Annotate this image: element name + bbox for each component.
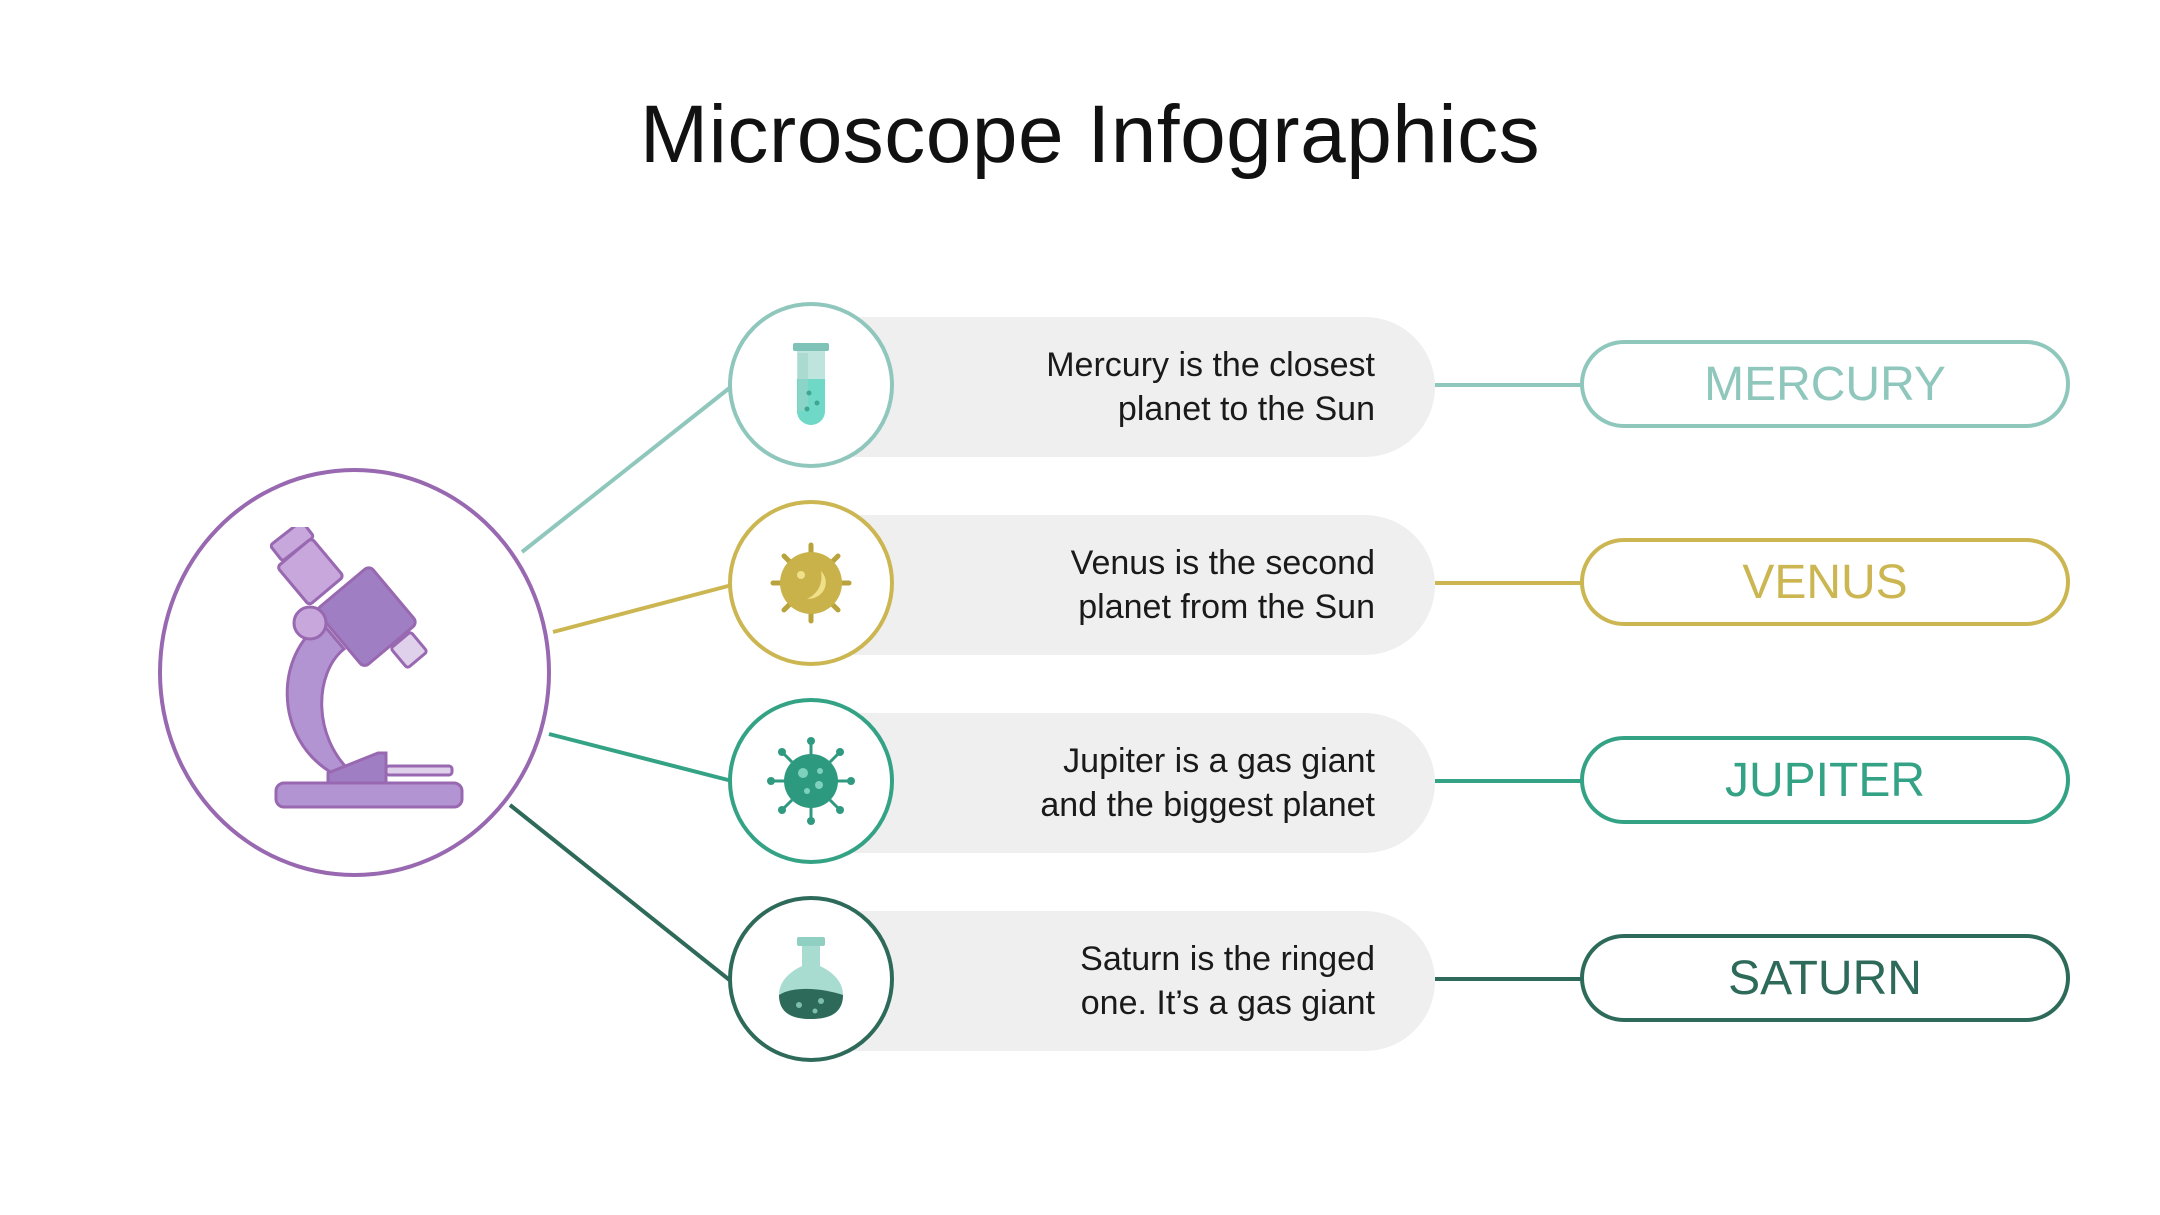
connector-line <box>1435 383 1583 387</box>
description-pill: Saturn is the ringed one. It’s a gas gia… <box>810 911 1435 1051</box>
microscope-icon <box>270 527 464 809</box>
icon-circle <box>728 896 894 1062</box>
description-pill: Jupiter is a gas giant and the biggest p… <box>810 713 1435 853</box>
connector-line <box>1435 977 1583 981</box>
connector-line <box>1435 581 1583 585</box>
page-title: Microscope Infographics <box>639 89 1541 180</box>
icon-circle <box>728 698 894 864</box>
icon-circle <box>728 302 894 468</box>
cell-icon <box>770 542 852 624</box>
description-line-2: planet from the Sun <box>1078 588 1375 626</box>
description-text: Venus is the second planet from the Sun <box>855 515 1375 655</box>
connector-mercury <box>520 384 734 554</box>
flask-icon <box>779 937 843 1019</box>
connector-jupiter <box>548 732 733 783</box>
description-line-2: planet to the Sun <box>1117 390 1375 428</box>
description-text: Mercury is the closest planet to the Sun <box>855 317 1375 457</box>
description-line-2: and the biggest planet <box>1040 786 1375 824</box>
label-saturn: SATURN <box>1580 934 2070 1022</box>
label-jupiter: JUPITER <box>1580 736 2070 824</box>
row-mercury: Mercury is the closest planet to the Sun… <box>0 302 2160 472</box>
description-text: Saturn is the ringed one. It’s a gas gia… <box>855 911 1375 1051</box>
description-line-1: Jupiter is a gas giant <box>1063 742 1375 780</box>
row-venus: Venus is the second planet from the Sun <box>0 500 2160 670</box>
description-line-2: one. It’s a gas giant <box>1080 984 1375 1022</box>
icon-circle <box>728 500 894 666</box>
connector-line <box>1435 779 1583 783</box>
description-text: Jupiter is a gas giant and the biggest p… <box>855 713 1375 853</box>
description-pill: Mercury is the closest planet to the Sun <box>810 317 1435 457</box>
connector-saturn <box>508 803 734 984</box>
description-line-1: Mercury is the closest <box>1046 346 1375 384</box>
description-line-1: Venus is the second <box>1070 544 1375 582</box>
test-tube-icon <box>793 343 829 425</box>
microscope-circle <box>158 468 551 877</box>
row-jupiter: Jupiter is a gas giant and the biggest p… <box>0 698 2160 868</box>
label-venus: VENUS <box>1580 538 2070 626</box>
description-line-1: Saturn is the ringed <box>1080 940 1375 978</box>
row-saturn: Saturn is the ringed one. It’s a gas gia… <box>0 896 2160 1066</box>
label-mercury: MERCURY <box>1580 340 2070 428</box>
description-pill: Venus is the second planet from the Sun <box>810 515 1435 655</box>
virus-icon <box>767 737 855 825</box>
connector-venus <box>552 583 733 634</box>
